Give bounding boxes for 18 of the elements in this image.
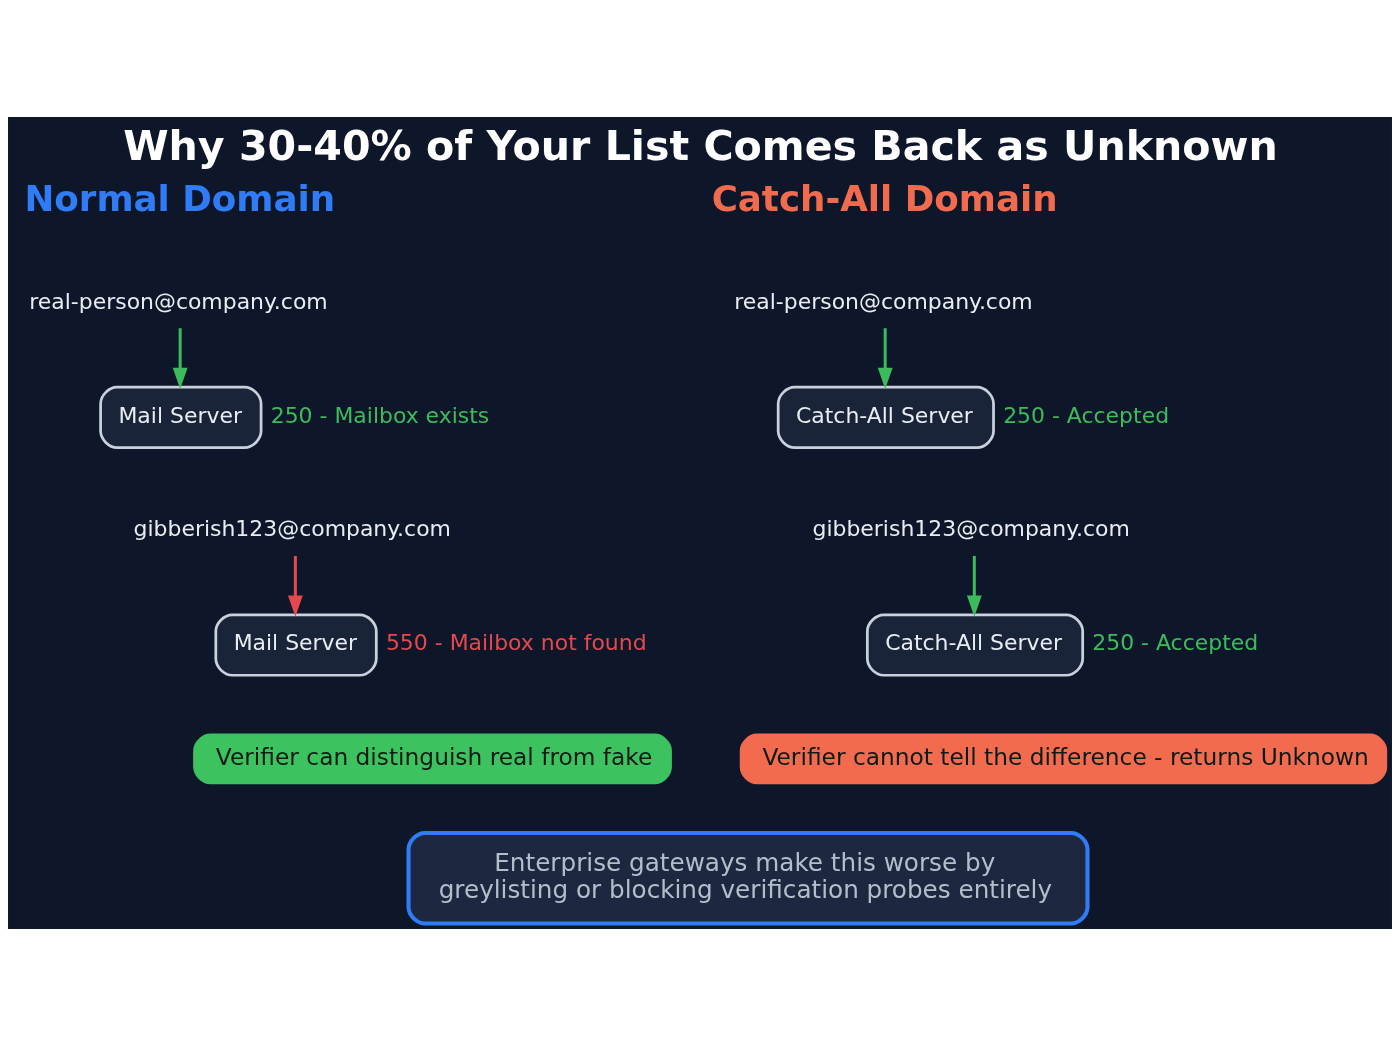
node-box: Enterprise gateways make this worse by greylisting or blocking verification probes entirely (406, 830, 1090, 926)
node-text: gibberish123@company.com (133, 515, 451, 541)
arrow (966, 555, 982, 617)
label: Catch-All Domain (711, 177, 1058, 219)
arrow (172, 327, 188, 389)
node-text: gibberish123@company.com (812, 515, 1130, 541)
node-label: 550 - Mailbox not found (385, 629, 647, 655)
node-label: 250 - Accepted (1092, 629, 1259, 655)
arrow (877, 327, 893, 389)
node-box: Verifier cannot tell the difference - returns Unknown (739, 733, 1388, 784)
arrow (287, 555, 303, 617)
diagram-title: Why 30-40% of Your List Comes Back as Unknown (123, 121, 1278, 170)
node-box: Verifier can distinguish real from fake (193, 733, 672, 784)
node-text: real-person@company.com (734, 288, 1033, 314)
node-label: 250 - Accepted (1003, 402, 1170, 428)
node-label: 250 - Mailbox exists (270, 402, 490, 428)
label: Normal Domain (24, 177, 336, 219)
node-text: real-person@company.com (29, 288, 328, 314)
